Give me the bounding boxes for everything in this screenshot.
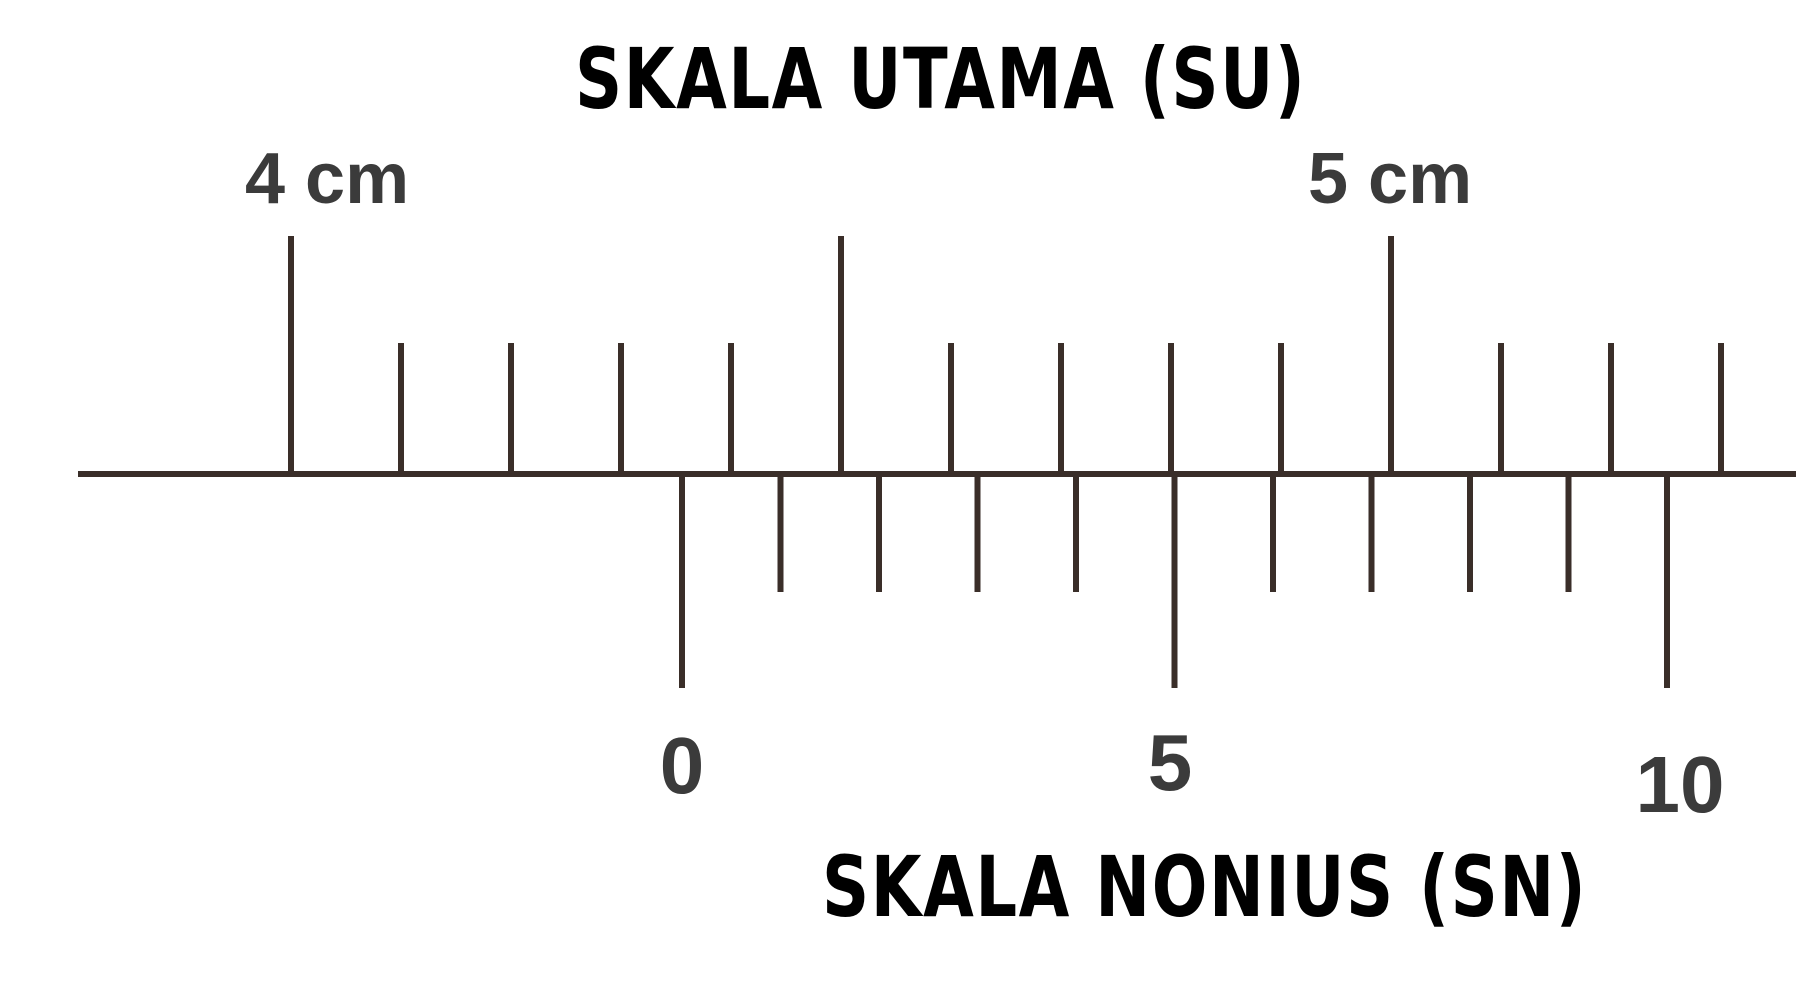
main-scale-label-5cm: 5 cm [1308,139,1472,219]
vernier-label-10: 10 [1636,740,1725,829]
main-scale-title: SKALA UTAMA (SU) [575,30,1307,128]
vernier-label-5: 5 [1148,718,1193,807]
main-scale-label-4cm: 4 cm [245,139,409,219]
vernier-scale-title: SKALA NONIUS (SN) [822,838,1588,936]
main-scale-ticks [288,236,1724,474]
vernier-scale-ticks [679,474,1670,688]
vernier-label-0: 0 [660,721,705,810]
